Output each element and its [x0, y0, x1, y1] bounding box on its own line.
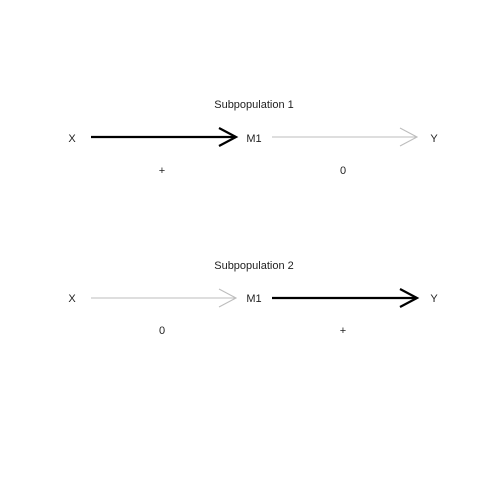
panel-title: Subpopulation 1 — [214, 99, 294, 111]
effect-label-x-m1: + — [159, 165, 165, 177]
effect-label-x-m1: 0 — [159, 325, 165, 337]
arrow-head — [399, 127, 419, 147]
panel-subpopulation-1: Subpopulation 1 X M1 Y + 0 — [68, 99, 438, 177]
node-x: X — [68, 293, 76, 305]
arrow-m1-to-y — [272, 127, 419, 147]
arrow-head — [218, 288, 238, 308]
node-x: X — [68, 133, 76, 145]
node-m1: M1 — [246, 293, 261, 305]
panel-title: Subpopulation 2 — [214, 260, 294, 272]
node-y: Y — [430, 133, 438, 145]
effect-label-m1-y: + — [340, 325, 346, 337]
node-m1: M1 — [246, 133, 261, 145]
effect-label-m1-y: 0 — [340, 165, 346, 177]
arrow-m1-to-y — [272, 288, 420, 308]
arrow-x-to-m1 — [91, 127, 239, 147]
panel-subpopulation-2: Subpopulation 2 X M1 Y 0 + — [68, 260, 438, 337]
arrow-head — [399, 288, 420, 308]
arrow-head — [218, 127, 239, 147]
node-y: Y — [430, 293, 438, 305]
arrow-x-to-m1 — [91, 288, 238, 308]
